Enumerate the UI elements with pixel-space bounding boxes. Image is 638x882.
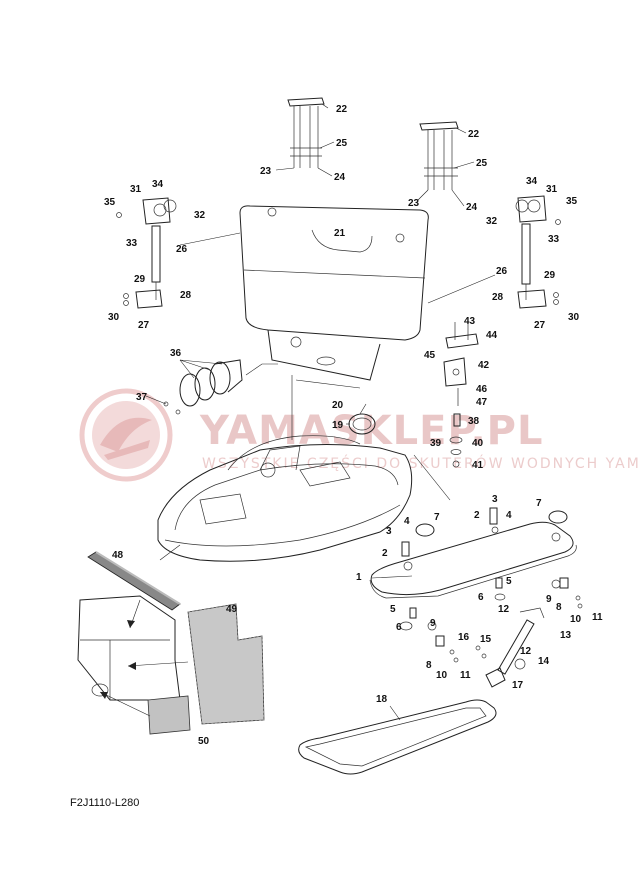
callout-5: 5 xyxy=(506,576,512,587)
callout-40: 40 xyxy=(472,438,484,449)
callout-16: 16 xyxy=(458,632,470,643)
callout-22: 22 xyxy=(468,129,480,140)
callout-34: 34 xyxy=(526,176,538,187)
callout-14: 14 xyxy=(538,656,550,667)
callout-4: 4 xyxy=(404,516,410,527)
callout-32: 32 xyxy=(486,216,498,227)
callout-9: 9 xyxy=(546,594,552,605)
callout-6: 6 xyxy=(478,592,484,603)
callout-25: 25 xyxy=(336,138,348,149)
callout-2: 2 xyxy=(474,510,480,521)
callout-35: 35 xyxy=(566,196,578,207)
callout-29: 29 xyxy=(134,274,146,285)
callout-8: 8 xyxy=(556,602,562,613)
callout-47: 47 xyxy=(476,397,488,408)
callout-34: 34 xyxy=(152,179,164,190)
callout-50: 50 xyxy=(198,736,210,747)
callout-33: 33 xyxy=(548,234,560,245)
callout-15: 15 xyxy=(480,634,492,645)
callout-10: 10 xyxy=(436,670,448,681)
callout-1: 1 xyxy=(356,572,362,583)
callout-19: 19 xyxy=(332,420,344,431)
callout-32: 32 xyxy=(194,210,206,221)
callout-13: 13 xyxy=(560,630,572,641)
vent-hoses-36 xyxy=(163,359,243,415)
callout-31: 31 xyxy=(546,184,558,195)
callout-9: 9 xyxy=(430,618,436,629)
storage-box xyxy=(77,595,181,701)
callout-3: 3 xyxy=(386,526,392,537)
callout-24: 24 xyxy=(334,172,346,183)
callout-28: 28 xyxy=(492,292,504,303)
callout-49: 49 xyxy=(226,604,238,615)
callout-48: 48 xyxy=(112,550,124,561)
callout-43: 43 xyxy=(464,316,476,327)
callout-39: 39 xyxy=(430,438,442,449)
callout-22: 22 xyxy=(336,104,348,115)
diagram-code: F2J1110-L280 xyxy=(70,797,139,809)
leader-lines xyxy=(159,232,496,561)
callout-7: 7 xyxy=(434,512,440,523)
callout-45: 45 xyxy=(424,350,436,361)
callout-24: 24 xyxy=(466,202,478,213)
callout-31: 31 xyxy=(130,184,142,195)
callout-10: 10 xyxy=(570,614,582,625)
callout-leaders xyxy=(145,103,475,721)
hinge-bolts-left xyxy=(287,97,325,168)
callout-28: 28 xyxy=(180,290,192,301)
callout-35: 35 xyxy=(104,197,116,208)
callout-29: 29 xyxy=(544,270,556,281)
watermark: YAMASKLEP.PL WSZYSTKIE CZĘŚCI DO SKUTERÓ… xyxy=(79,388,638,482)
boat-hull xyxy=(157,435,413,562)
callout-18: 18 xyxy=(376,694,388,705)
callout-7: 7 xyxy=(536,498,542,509)
mat-50 xyxy=(147,695,191,735)
callout-27: 27 xyxy=(534,320,546,331)
gas-strut-left xyxy=(116,197,177,309)
callout-26: 26 xyxy=(176,244,188,255)
callout-46: 46 xyxy=(476,384,488,395)
callout-23: 23 xyxy=(408,198,420,209)
callout-8: 8 xyxy=(426,660,432,671)
callout-30: 30 xyxy=(108,312,120,323)
watermark-logo-icon xyxy=(79,388,173,482)
callout-37: 37 xyxy=(136,392,148,403)
callout-23: 23 xyxy=(260,166,272,177)
callout-4: 4 xyxy=(506,510,512,521)
hinge-bolts-right xyxy=(419,121,459,190)
callout-26: 26 xyxy=(496,266,508,277)
callout-2: 2 xyxy=(382,548,388,559)
callout-6: 6 xyxy=(396,622,402,633)
callouts: 22 25 23 24 22 25 23 24 34 31 35 32 33 2… xyxy=(104,104,603,747)
strip-48 xyxy=(87,551,181,611)
callout-3: 3 xyxy=(492,494,498,505)
callout-27: 27 xyxy=(138,320,150,331)
box-arrows xyxy=(99,599,189,717)
callout-21: 21 xyxy=(334,228,346,239)
callout-17: 17 xyxy=(512,680,524,691)
seal-18 xyxy=(298,699,497,775)
mat-49 xyxy=(187,603,265,725)
callout-12: 12 xyxy=(498,604,510,615)
callout-44: 44 xyxy=(486,330,498,341)
callout-38: 38 xyxy=(468,416,480,427)
callout-11: 11 xyxy=(592,612,603,623)
callout-25: 25 xyxy=(476,158,488,169)
storage-bin-21 xyxy=(239,205,429,381)
callout-36: 36 xyxy=(170,348,182,359)
callout-33: 33 xyxy=(126,238,138,249)
callout-30: 30 xyxy=(568,312,580,323)
gas-strut-right xyxy=(515,195,561,309)
callout-11: 11 xyxy=(460,670,471,681)
callout-20: 20 xyxy=(332,400,344,411)
lid-hardware xyxy=(399,507,583,688)
callout-41: 41 xyxy=(472,460,484,471)
callout-12: 12 xyxy=(520,646,532,657)
platform-lid-1 xyxy=(369,521,577,599)
callout-42: 42 xyxy=(478,360,490,371)
callout-5: 5 xyxy=(390,604,396,615)
bracket-assembly xyxy=(443,322,479,468)
